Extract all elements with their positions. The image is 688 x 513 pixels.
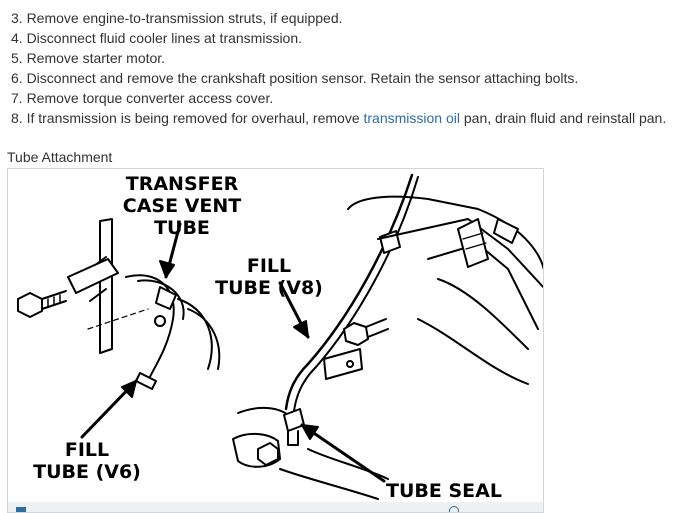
left-bracket [67,258,119,294]
tube-attachment-figure: TRANSFER CASE VENT TUBE FILL TUBE (V8) F… [7,168,544,513]
step-7: 7. Remove torque converter access cover. [11,90,274,106]
expand-icon[interactable] [16,507,26,512]
left-vertical-tube [99,218,113,354]
figure-caption: Tube Attachment [7,149,113,165]
tube-seal-arrow [300,423,386,483]
tube-attachment-illustration: TRANSFER CASE VENT TUBE FILL TUBE (V8) F… [17,173,543,502]
step-8-text-after: pan, drain fluid and reinstall pan. [459,110,667,126]
left-bolt-icon [17,292,43,318]
transmission-oil-link[interactable]: transmission oil [363,110,460,126]
step-6: 6. Disconnect and remove the crankshaft … [11,70,579,86]
label-transfer-line3: TUBE [154,217,210,239]
label-fill-v6-line2: TUBE (V6) [33,461,141,483]
step-8-text-before: 8. If transmission is being removed for … [11,110,364,126]
procedure-steps: 3. Remove engine-to-transmission struts,… [11,8,666,128]
figure-toolbar [8,502,543,512]
tube-seal-fitting [283,408,305,432]
step-4: 4. Disconnect fluid cooler lines at tran… [11,30,303,46]
label-fill-v6-line1: FILL [65,439,109,461]
label-fill-v8-line1: FILL [247,255,291,277]
label-fill-v8-line2: TUBE (V8) [215,277,323,299]
fill-tube-v8 [284,173,414,411]
step-3: 3. Remove engine-to-transmission struts,… [11,10,343,26]
label-transfer-line2: CASE VENT [123,195,242,217]
mount-bolt-icon [343,322,369,346]
label-tube-seal: TUBE SEAL [386,480,502,502]
step-8: 8. If transmission is being removed for … [11,108,666,128]
label-transfer-line1: TRANSFER [126,173,239,195]
transfer-vent-tube [125,274,175,382]
step-5: 5. Remove starter motor. [11,50,166,66]
zoom-icon[interactable] [449,506,459,512]
